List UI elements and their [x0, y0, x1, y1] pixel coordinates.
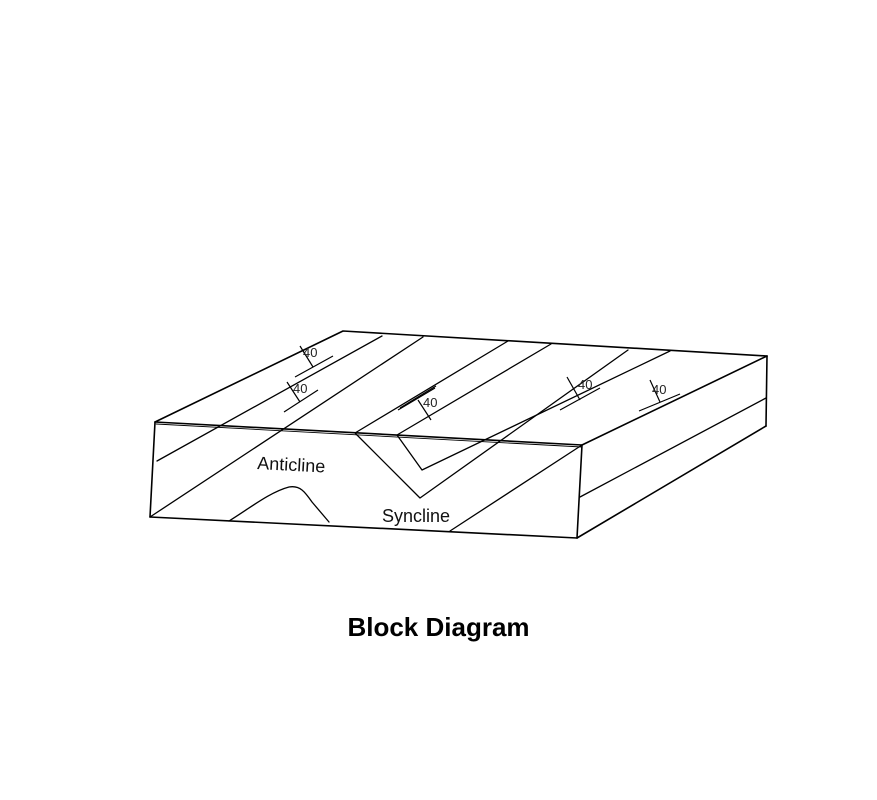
- front-left-edge: [149, 421, 156, 518]
- syncline-label: Syncline: [382, 506, 450, 526]
- syncline-inner-bed: [396, 343, 671, 471]
- strike-dip-symbol-2: 40: [283, 381, 319, 413]
- strike-dip-symbol-5: 40: [638, 379, 681, 412]
- anticline-fold-trace: [228, 486, 330, 523]
- dip-label: 40: [578, 377, 592, 392]
- strike-dip-symbol-3: 40: [397, 385, 437, 421]
- front-bottom-edge: [149, 516, 578, 539]
- side-bottom-edge: [576, 425, 767, 539]
- strike-dip-symbol-4: 40: [559, 376, 601, 411]
- strike-dip-symbol-1: 40: [294, 345, 334, 378]
- dip-label: 40: [293, 381, 307, 396]
- diagram-title: Block Diagram: [347, 612, 530, 642]
- top-right-edge: [581, 355, 768, 446]
- side-face-bed: [579, 397, 767, 498]
- dip-label: 40: [303, 345, 317, 360]
- front-top-edge-double: [155, 423, 583, 448]
- front-right-edge: [576, 444, 583, 539]
- bed-line-a: [156, 335, 383, 462]
- syncline-outer-bed: [354, 340, 629, 499]
- anticline-label: Anticline: [257, 453, 326, 477]
- dip-label: 40: [423, 395, 437, 410]
- bed-line-right: [449, 444, 583, 532]
- bed-line-b: [149, 336, 424, 518]
- bedding-lines: [149, 335, 767, 532]
- top-face-back-edge: [154, 330, 768, 423]
- dip-label: 40: [652, 382, 666, 397]
- back-right-edge: [765, 355, 768, 427]
- front-top-edge: [154, 421, 583, 446]
- block-outline: [149, 330, 768, 539]
